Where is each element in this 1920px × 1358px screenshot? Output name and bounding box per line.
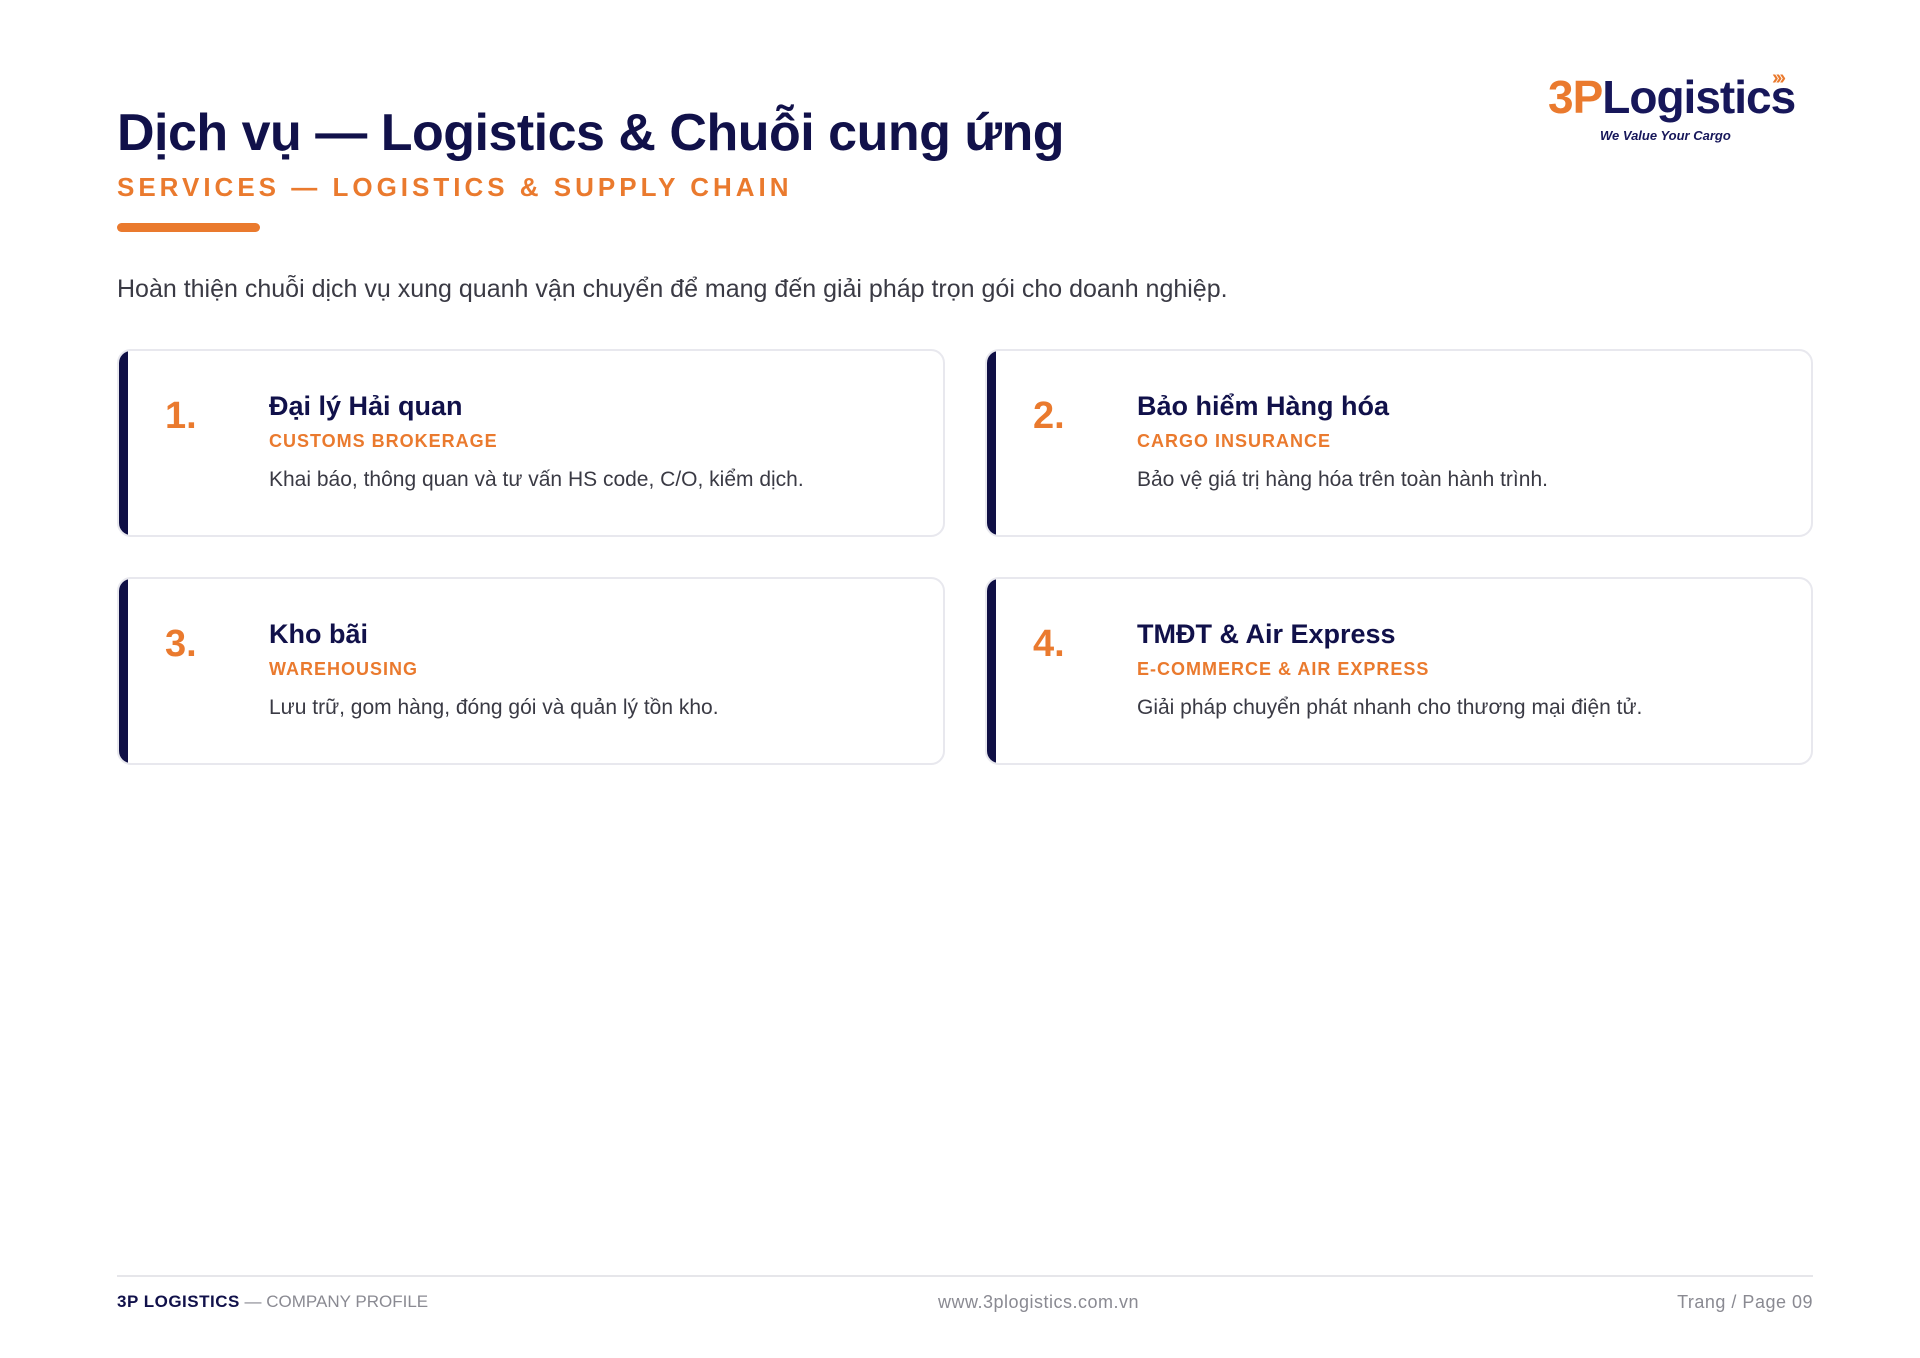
logo-tagline: We Value Your Cargo — [1600, 128, 1731, 143]
service-description: Khai báo, thông quan và tư vấn HS code, … — [269, 468, 804, 491]
service-title: Kho bãi — [269, 619, 368, 649]
company-logo: 3PLogistics ››› We Value Your Cargo — [1548, 68, 1816, 150]
logo-prefix: 3P — [1548, 71, 1603, 123]
service-description: Lưu trữ, gom hàng, đóng gói và quản lý t… — [269, 696, 719, 719]
card-accent-bar — [119, 579, 128, 763]
logo-arrows-icon: ››› — [1772, 67, 1786, 89]
service-subtitle: CUSTOMS BROKERAGE — [269, 431, 498, 451]
intro-text: Hoàn thiện chuỗi dịch vụ xung quanh vận … — [117, 275, 1228, 303]
service-number: 4. — [1033, 623, 1065, 665]
card-accent-bar — [987, 579, 996, 763]
service-number: 1. — [165, 395, 197, 437]
service-title: TMĐT & Air Express — [1137, 619, 1396, 649]
card-accent-bar — [987, 351, 996, 535]
logo-wordmark: 3PLogistics — [1548, 71, 1796, 123]
service-description: Giải pháp chuyển phát nhanh cho thương m… — [1137, 696, 1643, 719]
service-number: 3. — [165, 623, 197, 665]
footer-brand-label: 3P LOGISTICS — COMPANY PROFILE — [117, 1292, 428, 1312]
service-card-customs: 1. Đại lý Hải quan CUSTOMS BROKERAGE Kha… — [117, 349, 945, 537]
service-card-ecommerce: 4. TMĐT & Air Express E-COMMERCE & AIR E… — [985, 577, 1813, 765]
service-card-insurance: 2. Bảo hiểm Hàng hóa CARGO INSURANCE Bảo… — [985, 349, 1813, 537]
service-title: Bảo hiểm Hàng hóa — [1137, 391, 1390, 421]
service-title: Đại lý Hải quan — [269, 391, 463, 421]
footer-divider — [117, 1275, 1813, 1277]
page-title: Dịch vụ — Logistics & Chuỗi cung ứng — [117, 104, 1065, 162]
service-subtitle: E-COMMERCE & AIR EXPRESS — [1137, 659, 1430, 679]
footer-website-link[interactable]: www.3plogistics.com.vn — [938, 1292, 1140, 1312]
logo-name: Logistics — [1602, 71, 1796, 123]
card-accent-bar — [119, 351, 128, 535]
footer-doc-label: — COMPANY PROFILE — [239, 1292, 429, 1311]
service-description: Bảo vệ giá trị hàng hóa trên toàn hành t… — [1137, 468, 1548, 491]
service-card-warehousing: 3. Kho bãi WAREHOUSING Lưu trữ, gom hàng… — [117, 577, 945, 765]
service-number: 2. — [1033, 395, 1065, 437]
service-subtitle: WAREHOUSING — [269, 659, 419, 679]
title-underline — [117, 223, 260, 232]
service-subtitle: CARGO INSURANCE — [1137, 431, 1332, 451]
footer-brand: 3P LOGISTICS — [117, 1292, 240, 1311]
page-subtitle: SERVICES — LOGISTICS & SUPPLY CHAIN — [117, 172, 793, 202]
footer-page-number: Trang / Page 09 — [1677, 1292, 1813, 1312]
